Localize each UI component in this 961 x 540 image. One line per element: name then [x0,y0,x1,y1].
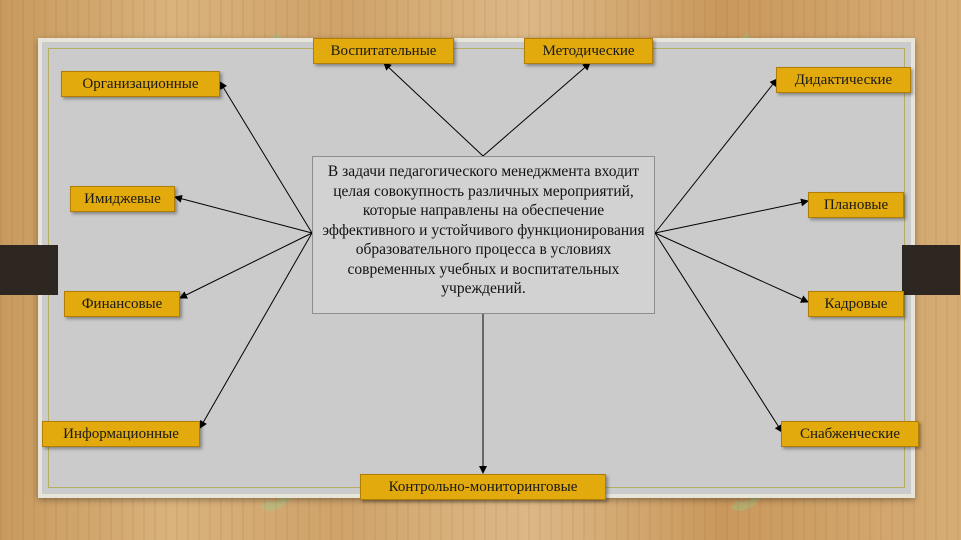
box-vospitatelnye: Воспитательные [313,38,454,64]
arrow-to-informacionnye [199,232,313,429]
box-metodicheskie: Методические [524,38,653,64]
arrow-to-imidzhevye [174,194,313,234]
arrow-to-kadrovye [654,232,809,303]
box-kadrovye: Кадровые [808,291,904,317]
box-informacionnye: Информационные [42,421,200,447]
box-finansovye: Финансовые [64,291,180,317]
box-didakticheskie: Дидактические [776,67,911,93]
arrow-to-vospitatelnye [383,62,484,157]
box-imidzhevye: Имиджевые [70,186,175,212]
box-organizacionnye: Организационные [61,71,220,97]
board-clip-left [0,245,58,295]
arrow-to-finansovye [179,232,313,299]
board-clip-right [902,245,960,295]
arrow-to-didakticheskie [654,78,778,234]
center-description-box: В задачи педагогического менеджмента вхо… [312,156,655,314]
arrow-to-metodicheskie [482,62,591,157]
box-snabzhencheskie: Снабженческие [781,421,919,447]
arrow-to-planovye [654,198,809,234]
box-kontrolno: Контрольно-мониторинговые [360,474,606,500]
arrow-to-snabzhencheskie [654,232,783,433]
box-planovye: Плановые [808,192,904,218]
arrow-to-organizacionnye [219,81,313,234]
